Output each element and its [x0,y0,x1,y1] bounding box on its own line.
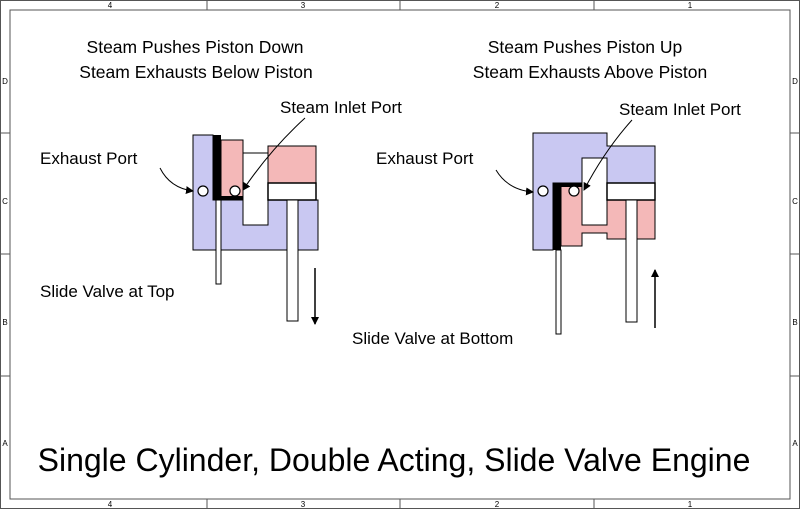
left-caption-line1: Steam Pushes Piston Down [87,37,304,57]
right-caption-line2: Steam Exhausts Above Piston [473,62,707,82]
zone-row-label-right: B [792,318,797,327]
right-engine-diagram: Steam Pushes Piston Up Steam Exhausts Ab… [352,37,741,348]
left-valve-label: Slide Valve at Top [40,282,175,301]
zone-col-label-bottom: 4 [108,500,113,509]
right-inlet-port [568,185,580,197]
right-piston [606,182,656,201]
right-caption-line1: Steam Pushes Piston Up [488,37,683,57]
zone-row-label-left: B [2,318,7,327]
right-inlet-label: Steam Inlet Port [619,100,741,119]
right-exhaust-port [537,185,549,197]
diagram-title: Single Cylinder, Double Acting, Slide Va… [38,442,751,478]
right-piston-rod [625,199,638,323]
zone-row-label-right: C [792,197,798,206]
right-slide-valve [553,183,561,250]
left-piston [267,182,317,201]
right-port-passage [581,157,608,226]
left-valve-rod [215,199,222,285]
zone-row-label-left: C [2,197,8,206]
right-inlet-leader [583,119,633,191]
right-valve-rod [555,249,562,335]
zone-col-label-top: 4 [108,1,113,10]
left-engine-diagram: Steam Pushes Piston Down Steam Exhausts … [40,37,402,325]
zone-col-label-bottom: 1 [688,500,693,509]
zone-col-label-bottom: 3 [301,500,306,509]
zone-col-label-top: 2 [495,1,500,10]
zone-col-label-top: 1 [688,1,693,10]
zone-row-label-right: D [792,77,798,86]
left-inlet-leader [242,117,306,191]
zone-col-label-bottom: 2 [495,500,500,509]
zone-row-label-left: D [2,77,8,86]
right-valve-label: Slide Valve at Bottom [352,329,513,348]
left-inlet-label: Steam Inlet Port [280,98,402,117]
right-exhaust-label: Exhaust Port [376,149,474,168]
zone-row-label-right: A [792,439,798,448]
left-exhaust-label: Exhaust Port [40,149,138,168]
left-inlet-port [229,185,241,197]
left-caption-line2: Steam Exhausts Below Piston [79,62,312,82]
left-exhaust-port [197,185,209,197]
right-exhaust-leader [495,169,534,196]
zone-row-label-left: A [2,439,8,448]
left-exhaust-leader [159,167,194,195]
left-piston-rod [286,199,299,322]
left-port-passage [242,152,269,226]
left-slide-valve [213,135,221,200]
zone-col-label-top: 3 [301,1,306,10]
